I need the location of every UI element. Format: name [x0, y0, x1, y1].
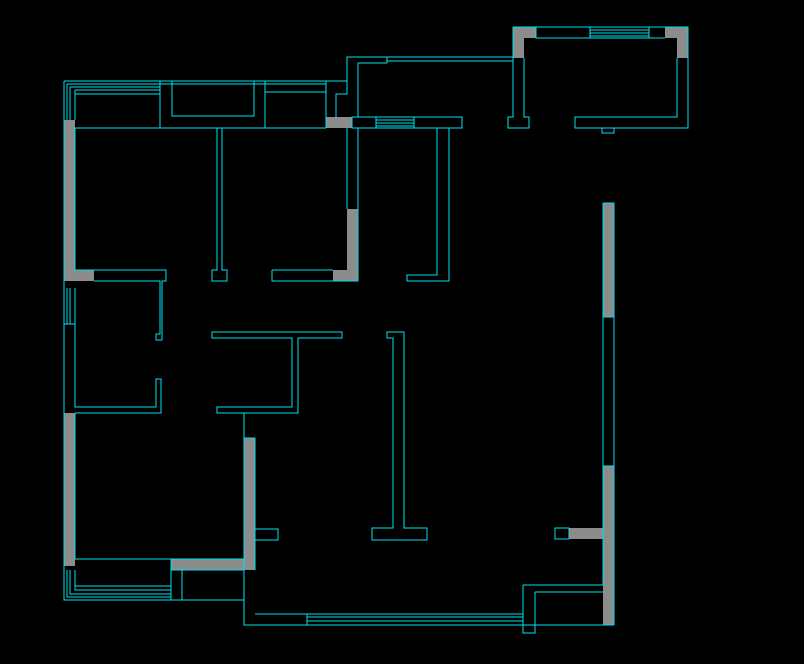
outline-left-interior-lower — [74, 413, 172, 600]
outline-right-exterior — [602, 202, 615, 625]
outline-right-stub — [554, 527, 570, 540]
outline-bottom-window — [255, 613, 523, 625]
wall-fill-right-lower — [603, 466, 614, 625]
outline-balcony-window — [535, 27, 665, 39]
wall-fill-center-post — [347, 209, 358, 281]
outline-partition-center-inner — [335, 56, 388, 209]
outline-bottom-left-frames — [66, 570, 171, 598]
outline-left-exterior — [63, 81, 244, 601]
wall-fill-left-upper — [64, 120, 75, 272]
outline-top-left-window — [171, 83, 255, 117]
solid-wall-fills — [64, 27, 688, 625]
outline-bottom-wall — [243, 413, 523, 626]
wall-fill-bottom-post — [244, 438, 255, 559]
outline-partition-center — [271, 128, 359, 282]
outline-left-room — [74, 288, 162, 414]
wall-fill-bottom-beam — [171, 559, 255, 570]
outline-top-left-partitions — [159, 81, 327, 128]
outline-corridor-window — [351, 116, 463, 129]
wall-fill-balcony-right — [665, 27, 688, 38]
outline-center-room — [211, 331, 343, 414]
outline-top-wall — [64, 80, 347, 129]
outline-partition-top-left — [211, 128, 228, 282]
wall-outlines — [63, 26, 689, 634]
outline-corridor-window-glass — [375, 117, 415, 128]
wall-fill-right-upper — [603, 203, 614, 317]
outline-bottom-beam — [171, 558, 244, 600]
wall-fill-balcony-right-post — [677, 27, 688, 58]
wall-fill-left-lower — [64, 413, 75, 566]
outline-balcony-foot — [601, 128, 615, 134]
outline-top-left-frames — [66, 83, 326, 120]
outline-center-column — [371, 331, 428, 541]
wall-fill-balcony-left-post — [513, 27, 524, 58]
outline-bottom-right-bay — [522, 584, 614, 634]
outline-left-column-marks — [64, 288, 75, 325]
wall-fill-top-corner — [326, 117, 352, 128]
wall-fill-balcony-left — [513, 27, 536, 38]
wall-fill-right-stub — [569, 528, 603, 539]
outline-balcony — [507, 26, 689, 129]
wall-fill-left-junction — [64, 270, 94, 281]
outline-left-interior-upper — [74, 128, 167, 341]
outline-bottom-post-stub — [255, 528, 279, 541]
outline-partition-right — [406, 128, 450, 282]
wall-fill-center-foot — [333, 270, 358, 281]
outline-corridor-top — [387, 56, 513, 62]
